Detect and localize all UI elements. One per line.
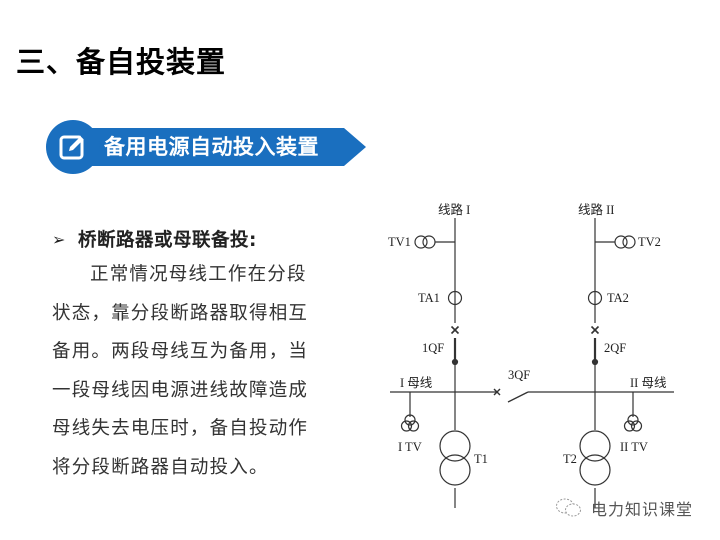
tv2-label: TV2 [638, 235, 661, 249]
line-2-label: 线路 II [578, 203, 615, 217]
tv1-label: TV1 [388, 235, 411, 249]
section-banner: 备用电源自动投入装置 [46, 120, 366, 174]
wechat-icon [556, 498, 581, 517]
bullet-heading: 桥断路器或母联备投: [78, 230, 257, 251]
bus-1-tv-label: I TV [398, 440, 422, 454]
bullet-arrow-icon: ➢ [52, 229, 66, 249]
page-title: 三、备自投装置 [16, 45, 227, 79]
qf3-label: 3QF [508, 368, 531, 382]
qf2-label: 2QF [604, 341, 627, 355]
paragraph-line: 一段母线因电源进线故障造成 [52, 379, 309, 401]
paragraph-line: 将分段断路器自动投入。 [52, 456, 269, 478]
edit-pencil-icon [59, 135, 85, 160]
bullet-item: ➢ 桥断路器或母联备投: [52, 222, 352, 256]
ta2-label: TA2 [607, 291, 629, 305]
paragraph-line: 正常情况母线工作在分段 [90, 264, 307, 285]
banner-label: 备用电源自动投入装置 [104, 135, 319, 159]
watermark: 电力知识课堂 [555, 496, 693, 520]
t2-label: T2 [563, 452, 577, 466]
bus-tie-circuit-diagram: 线路 I 线路 II TV1 TV2 TA1 TA2 1QF 2QF 3QF I… [380, 190, 720, 520]
banner-circle [46, 120, 100, 174]
banner-arrow [344, 128, 366, 166]
banner-bar [82, 128, 344, 166]
paragraph-line: 备用。两段母线互为备用，当 [52, 341, 309, 362]
bus-2-label: II 母线 [630, 376, 667, 390]
bus-2-tv-label: II TV [620, 440, 648, 454]
paragraph-line: 状态，靠分段断路器取得相互 [52, 302, 309, 324]
bus-1-label: I 母线 [400, 376, 433, 390]
content-body: ➢ 桥断路器或母联备投: 正常情况母线工作在分段 状态，靠分段断路器取得相互 备… [52, 222, 352, 487]
line-1-label: 线路 I [438, 203, 471, 217]
qf1-label: 1QF [422, 341, 445, 355]
watermark-text: 电力知识课堂 [591, 500, 694, 519]
ta1-label: TA1 [418, 291, 440, 305]
circuit-diagram-svg [390, 218, 674, 508]
paragraph-line: 母线失去电压时，备自投动作 [52, 418, 309, 439]
t1-label: T1 [474, 452, 488, 466]
